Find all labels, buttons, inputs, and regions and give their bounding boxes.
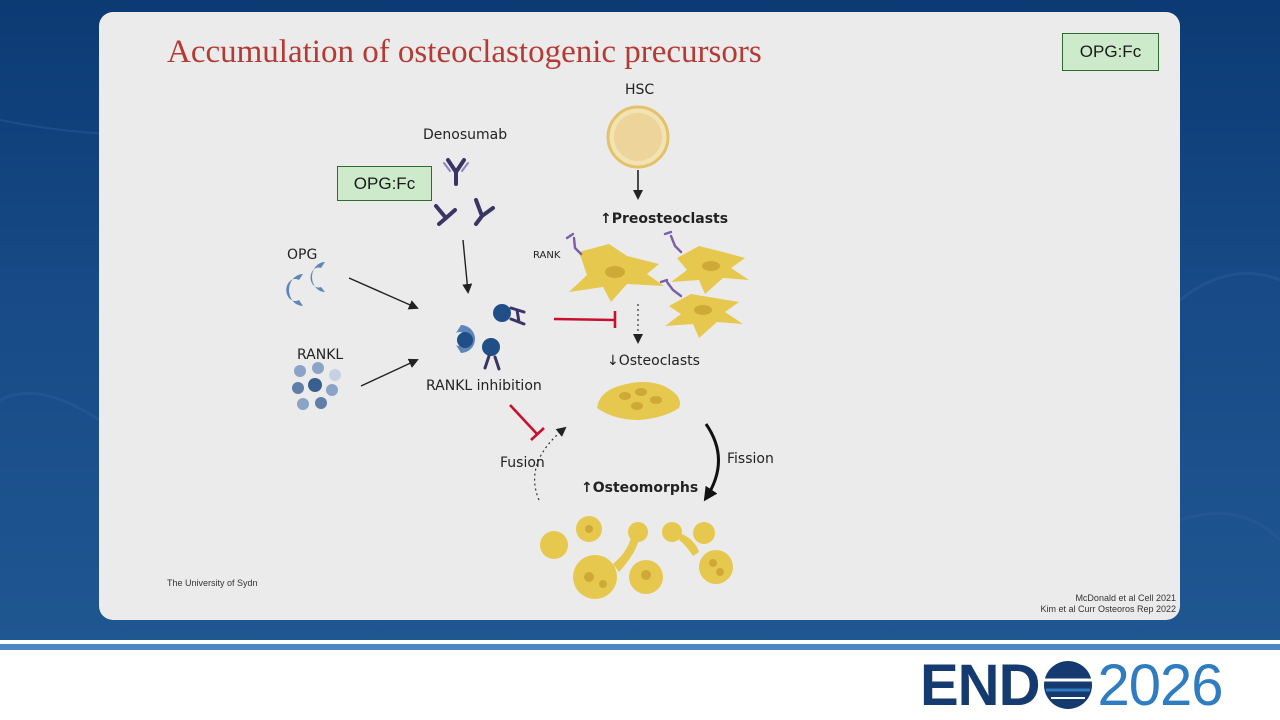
- rankl-arrow: [360, 358, 419, 387]
- denosumab-antibody-icon: [434, 158, 495, 226]
- opg-label: OPG: [287, 247, 318, 263]
- decrease-arrow-icon: ↓: [607, 353, 619, 369]
- opg-arrow: [348, 277, 419, 310]
- slide-card: Accumulation of osteoclastogenic precurs…: [99, 12, 1180, 620]
- endo-2026-logo: END 2026: [920, 653, 1224, 718]
- logo-text-year: 2026: [1097, 652, 1223, 718]
- osteoclasts-label: Osteoclasts: [618, 353, 700, 369]
- osteomorphs-label: Osteomorphs: [592, 480, 699, 496]
- globe-logo-icon: [1044, 661, 1093, 709]
- diagram-canvas: [286, 105, 749, 599]
- rankl-inhibition-complex-icon: [456, 304, 526, 371]
- fusion-label: Fusion: [500, 455, 545, 471]
- osteoclast-cell: [597, 382, 680, 420]
- rankl-label: RANKL: [297, 347, 344, 363]
- opg-fc-badge-left: OPG:Fc: [337, 166, 432, 201]
- denosumab-label: Denosumab: [423, 127, 508, 143]
- divider-white: [0, 640, 1280, 644]
- preosteoclasts-label: Preosteoclasts: [611, 211, 729, 227]
- inhibition-fusion-icon: [509, 404, 545, 441]
- logo-text-end: END: [920, 652, 1040, 718]
- osteoclasts-heading: ↓Osteoclasts: [607, 353, 700, 369]
- opg-fc-badge-top: OPG:Fc: [1062, 33, 1159, 71]
- opg-molecule-icon: [286, 262, 325, 306]
- rankl-molecules-icon: [292, 362, 341, 410]
- hsc-cell: [606, 105, 670, 169]
- preosteoclasts-heading: ↑Preosteoclasts: [600, 211, 728, 227]
- slide-title: Accumulation of osteoclastogenic precurs…: [167, 34, 762, 70]
- inhibition-to-osteoclast-icon: [553, 311, 617, 328]
- denosumab-arrow: [462, 239, 473, 294]
- reference-1: McDonald et al Cell 2021: [1075, 593, 1176, 603]
- footer-institution: The University of Sydn: [167, 578, 258, 588]
- hsc-label: HSC: [625, 82, 655, 98]
- denosumab-antibody-accent-icon: [443, 162, 469, 172]
- increase-arrow-icon: ↑: [600, 211, 612, 227]
- rankl-inhibition-label: RANKL inhibition: [426, 378, 542, 394]
- reference-2: Kim et al Curr Osteoros Rep 2022: [1040, 604, 1176, 614]
- rank-receptor-icon: [565, 230, 683, 298]
- preosteoclast-cells: [569, 244, 749, 338]
- osteomorph-cells: [540, 516, 733, 599]
- increase-arrow-icon: ↑: [581, 480, 593, 496]
- osteomorphs-heading: ↑Osteomorphs: [581, 480, 698, 496]
- divider-blue: [0, 644, 1280, 650]
- fission-arrow: [703, 423, 720, 502]
- fission-label: Fission: [727, 451, 774, 467]
- rank-label: RANK: [533, 250, 561, 261]
